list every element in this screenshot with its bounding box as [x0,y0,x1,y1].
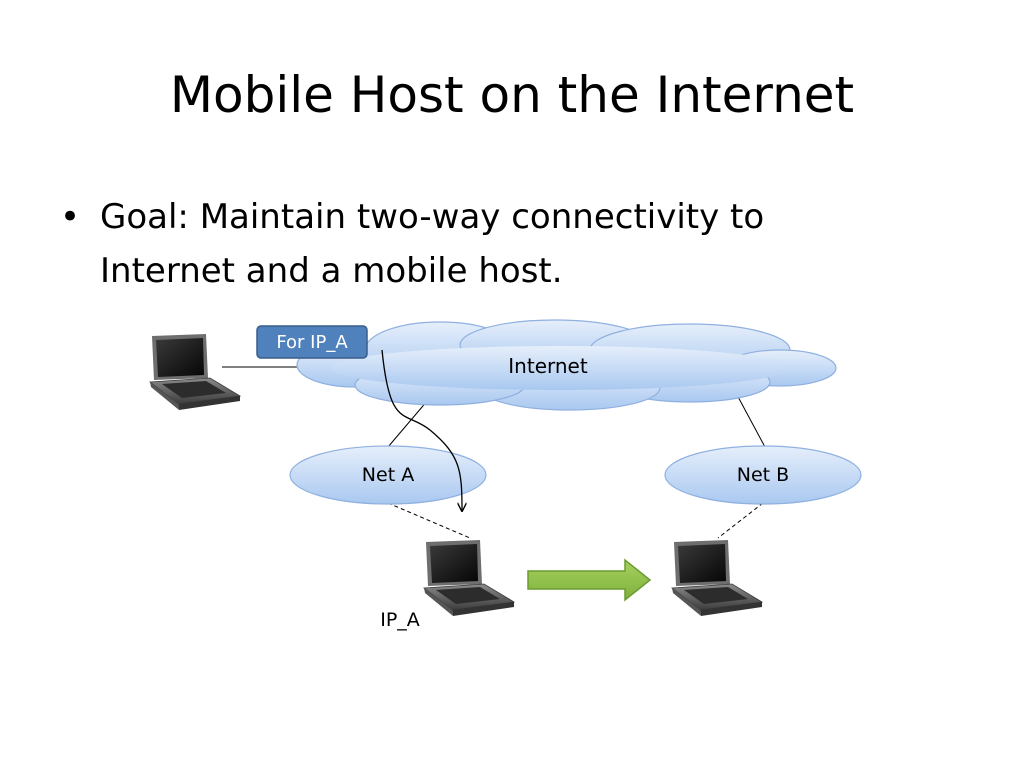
bullet-dot-icon: • [60,197,81,237]
internet-cloud: Internet [296,319,837,411]
slide-title: Mobile Host on the Internet [169,66,855,124]
neta-mobile-dashed-link [387,502,471,539]
internet-label: Internet [508,354,588,378]
cloud-netb-link [735,392,766,448]
netb-mobile-dashed-link [717,502,764,539]
laptop-icon [149,333,241,411]
move-arrow-icon [527,558,652,602]
packet-label: For IP_A [276,332,348,353]
net-a-node: Net A [289,445,487,505]
net-b-label: Net B [737,464,789,486]
mobile-host-label: IP_A [380,609,420,631]
laptop-icon [423,539,515,617]
laptop-icon [671,539,763,617]
bullet-text: Goal: Maintain two-way connectivity to I… [100,197,765,291]
packet-route-arrow [381,349,462,510]
net-a-label: Net A [362,464,414,486]
net-b-node: Net B [664,445,862,505]
packet-tag: For IP_A [256,325,368,359]
cloud-neta-link [387,399,429,448]
